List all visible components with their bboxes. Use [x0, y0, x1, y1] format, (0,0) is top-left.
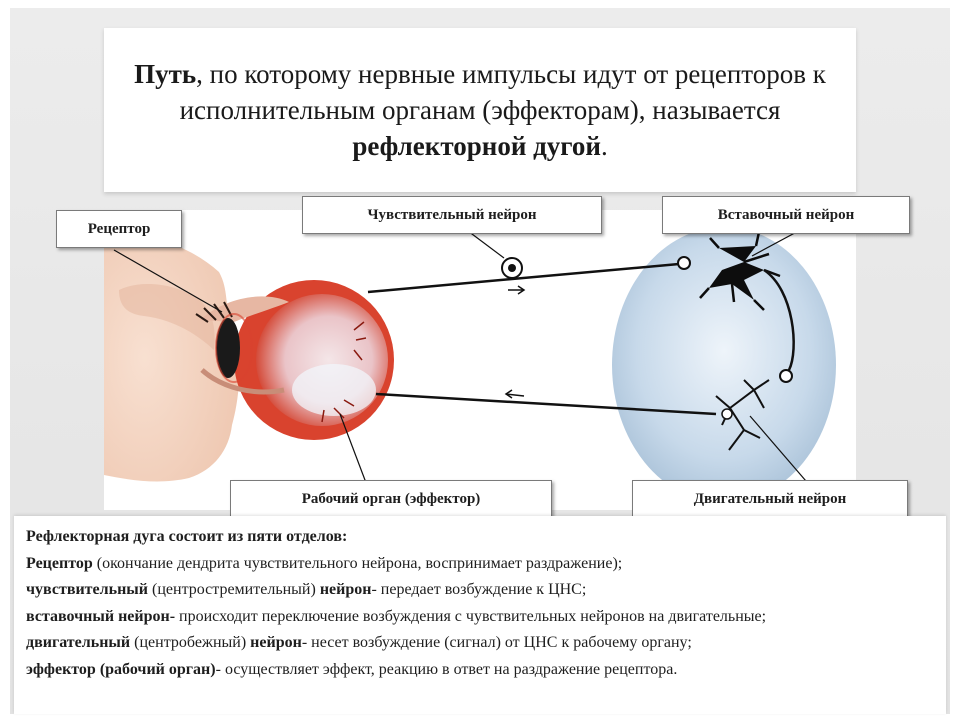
sensory-nerve — [367, 262, 680, 294]
motor-nerve — [375, 392, 717, 416]
description-box: Рефлекторная дуга состоит из пяти отдело… — [14, 516, 946, 714]
motor-arrow — [504, 389, 525, 399]
eyeball-highlight — [292, 364, 376, 416]
retina-branches — [321, 321, 367, 423]
motor-neuron-body — [721, 408, 733, 420]
synapse-sensory — [677, 256, 691, 270]
title-text-1: , по которому нервные импульсы идут от р… — [179, 59, 826, 125]
title-bold-1: Путь — [134, 59, 197, 89]
face-shadow — [119, 284, 215, 350]
description-sensory: чувствительный (центростремительный) ней… — [26, 581, 587, 598]
description-receptor: Рецептор (окончание дендрита чувствитель… — [26, 554, 623, 572]
pupil — [216, 318, 240, 378]
pointer-motor — [749, 415, 813, 489]
eyelashes — [195, 301, 233, 323]
synapse-motor — [779, 369, 793, 383]
title-text: Путь, по которому нервные импульсы идут … — [120, 56, 840, 164]
label-interneuron: Вставочный нейрон — [662, 196, 910, 234]
sensory-neuron-nucleus — [508, 264, 516, 272]
interneuron-axon — [763, 268, 795, 371]
label-effector: Рабочий орган (эффектор) — [230, 480, 552, 518]
description-effector: эффектор (рабочий орган)- осуществляет э… — [26, 660, 678, 678]
pointer-effector — [339, 413, 369, 489]
description-motor: двигательный (центробежный) нейрон- несе… — [26, 634, 692, 651]
label-sensory-neuron: Чувствительный нейрон — [302, 196, 602, 234]
spinal-cord — [612, 227, 836, 503]
interneuron-cell — [699, 231, 781, 311]
label-motor-neuron: Двигательный нейрон — [632, 480, 908, 518]
title-box: Путь, по которому нервные импульсы идут … — [104, 28, 856, 192]
cornea — [215, 313, 253, 383]
lower-eyelid — [200, 368, 285, 395]
title-bold-2: рефлекторной дугой — [352, 131, 601, 161]
label-receptor: Рецептор — [56, 210, 182, 248]
pointer-receptor — [113, 249, 223, 313]
diagram-illustration — [104, 227, 836, 503]
reflex-arc-diagram — [104, 210, 856, 510]
title-text-2: . — [600, 131, 608, 161]
description-interneuron: вставочный нейрон- происходит переключен… — [26, 607, 767, 625]
description-heading: Рефлекторная дуга состоит из пяти отдело… — [26, 528, 348, 545]
sensory-arrow — [508, 285, 526, 295]
